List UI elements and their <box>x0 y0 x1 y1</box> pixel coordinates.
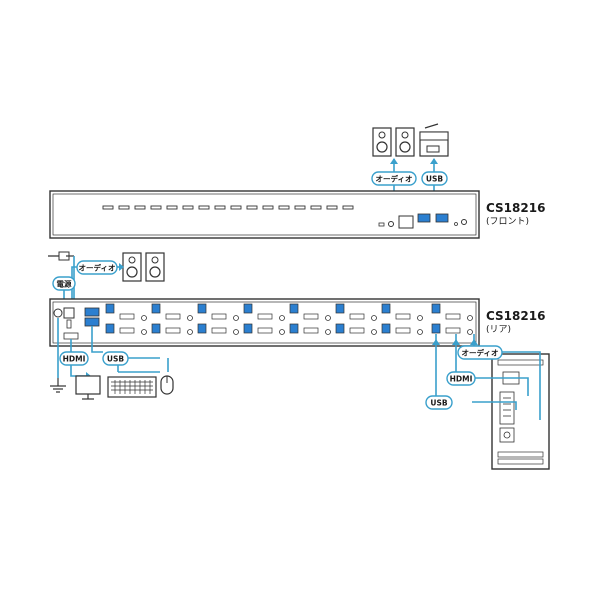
monitor-icon <box>75 375 101 400</box>
computer: オーディオ HDMI USB <box>425 334 550 470</box>
keyboard-icon <box>107 376 157 398</box>
front-usb-label: USB <box>426 175 443 184</box>
front-ports <box>378 213 467 229</box>
computer-audio-label: オーディオ <box>462 348 499 358</box>
usb-device-icon <box>419 123 449 157</box>
ground-icon <box>50 378 66 393</box>
rear-usb-pill: USB <box>102 351 129 366</box>
front-chassis <box>49 190 480 239</box>
power-label: 電源 <box>57 279 72 289</box>
rear-subtitle: (リア) <box>486 325 511 335</box>
rear-model-label: CS18216 <box>486 309 545 323</box>
front-speakers-icon <box>372 127 415 157</box>
port-leds <box>102 205 354 210</box>
computer-audio-pill: オーディオ <box>457 345 503 360</box>
rear-port-modules <box>105 303 473 335</box>
power-pill: 電源 <box>52 276 76 291</box>
front-model-label: CS18216 <box>486 201 545 215</box>
front-usb-pill: USB <box>421 171 448 186</box>
computer-hdmi-label: HDMI <box>450 375 473 384</box>
computer-hdmi-pill: HDMI <box>446 371 476 386</box>
computer-usb-pill: USB <box>425 395 453 410</box>
computer-usb-label: USB <box>430 399 447 408</box>
power-cord-icon <box>48 251 75 300</box>
rear-hdmi-pill: HDMI <box>59 351 89 366</box>
rear-audio-pill: オーディオ <box>76 260 118 275</box>
rear-audio-label: オーディオ <box>79 263 116 273</box>
rear-panel: オーディオ 電源 <box>48 251 545 400</box>
front-audio-pill: オーディオ <box>371 171 417 186</box>
rear-chassis <box>49 298 480 347</box>
rear-usb-label: USB <box>107 355 124 364</box>
rear-hdmi-label: HDMI <box>63 355 86 364</box>
mouse-icon <box>160 375 174 395</box>
front-audio-label: オーディオ <box>376 174 413 184</box>
front-subtitle: (フロント) <box>486 217 529 227</box>
rear-speakers-icon <box>122 252 165 282</box>
front-panel: オーディオ USB <box>49 123 545 239</box>
